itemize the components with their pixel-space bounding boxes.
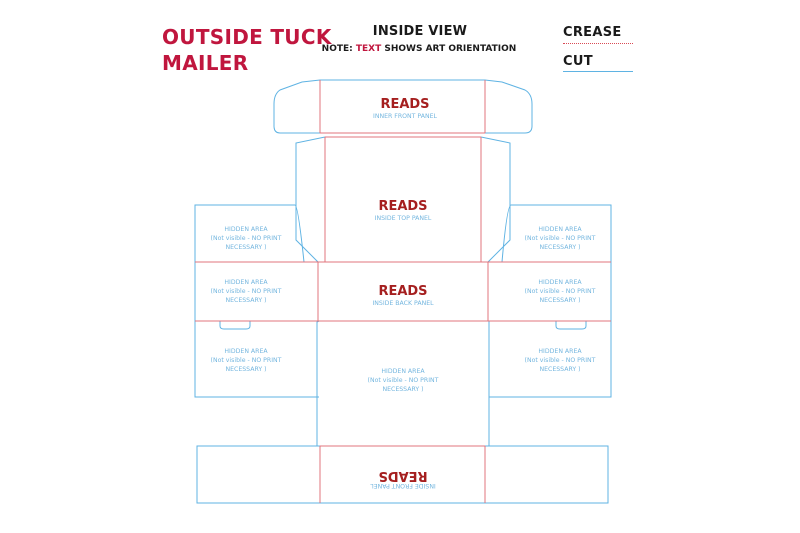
- orientation-note: NOTE: TEXT SHOWS ART ORIENTATION: [312, 44, 526, 54]
- cut-lines: [194, 79, 612, 504]
- hidden-tr-1: HIDDEN AREA: [538, 226, 582, 233]
- cut-front-strip: [196, 445, 609, 504]
- label-inside-back-panel: INSIDE BACK PANEL: [372, 300, 434, 307]
- hidden-center-1: HIDDEN AREA: [381, 368, 425, 375]
- hidden-center-2: (Not visible - NO PRINT: [368, 377, 439, 384]
- hidden-tl-3: NECESSARY ): [225, 244, 266, 251]
- legend-cut-label: CUT: [563, 54, 593, 69]
- cut-left-flaps: [194, 204, 319, 398]
- hidden-br-3: NECESSARY ): [539, 366, 580, 373]
- reads-inside-top: READS: [378, 199, 427, 214]
- hidden-tr-2: (Not visible - NO PRINT: [525, 235, 596, 242]
- hidden-tl-1: HIDDEN AREA: [224, 226, 268, 233]
- cut-top-panel-right: [480, 136, 511, 263]
- hidden-ml-3: NECESSARY ): [225, 297, 266, 304]
- hidden-bl-2: (Not visible - NO PRINT: [211, 357, 282, 364]
- reads-inside-back: READS: [378, 284, 427, 299]
- legend-cut-line: [563, 71, 633, 72]
- view-title: INSIDE VIEW: [372, 24, 468, 39]
- crease-lines: [195, 80, 611, 503]
- legend-crease-line: [563, 43, 633, 44]
- note-highlight: TEXT: [355, 44, 382, 54]
- note-prefix: NOTE:: [321, 44, 356, 54]
- cut-right-notch: [555, 321, 587, 330]
- hidden-br-1: HIDDEN AREA: [538, 348, 582, 355]
- hidden-tr-3: NECESSARY ): [539, 244, 580, 251]
- inside-front-rotated: READS INSIDE FRONT PANEL: [370, 468, 436, 489]
- label-inside-top-panel: INSIDE TOP PANEL: [375, 215, 432, 222]
- cut-right-flaps: [488, 204, 612, 398]
- hidden-area-labels: HIDDEN AREA (Not visible - NO PRINT NECE…: [211, 226, 596, 393]
- hidden-mr-2: (Not visible - NO PRINT: [525, 288, 596, 295]
- hidden-center-3: NECESSARY ): [382, 386, 423, 393]
- hidden-tl-2: (Not visible - NO PRINT: [211, 235, 282, 242]
- hidden-mr-3: NECESSARY ): [539, 297, 580, 304]
- hidden-bl-3: NECESSARY ): [225, 366, 266, 373]
- cut-top-panel: [295, 136, 326, 263]
- page-title: OUTSIDE TUCK MAILER: [162, 24, 332, 76]
- hidden-ml-1: HIDDEN AREA: [224, 279, 268, 286]
- title-line-2: MAILER: [162, 51, 249, 75]
- hidden-ml-2: (Not visible - NO PRINT: [211, 288, 282, 295]
- hidden-bl-1: HIDDEN AREA: [224, 348, 268, 355]
- reads-inner-front: READS: [380, 97, 429, 112]
- title-line-1: OUTSIDE TUCK: [162, 25, 332, 49]
- cut-left-notch: [219, 321, 251, 330]
- reads-inside-front: READS: [378, 468, 427, 483]
- cut-inner-front-flap: [273, 79, 533, 134]
- label-inner-front-panel: INNER FRONT PANEL: [373, 113, 437, 120]
- label-inside-front-panel: INSIDE FRONT PANEL: [370, 482, 436, 489]
- hidden-mr-1: HIDDEN AREA: [538, 279, 582, 286]
- legend-crease-label: CREASE: [563, 25, 622, 40]
- note-suffix: SHOWS ART ORIENTATION: [381, 44, 517, 54]
- hidden-br-2: (Not visible - NO PRINT: [525, 357, 596, 364]
